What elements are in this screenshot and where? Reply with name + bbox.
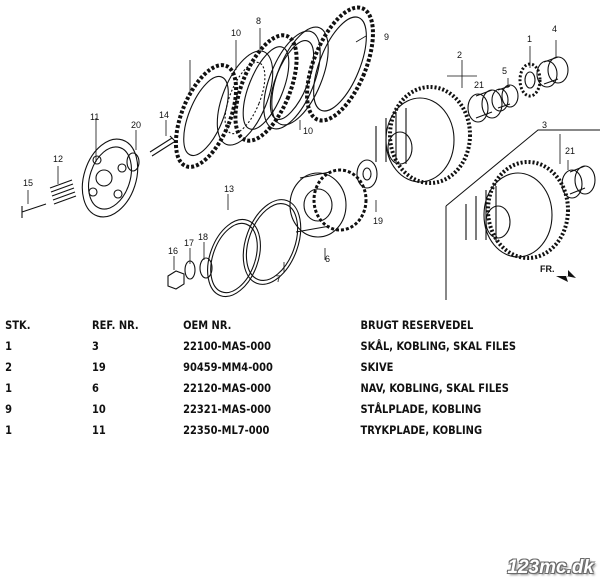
- judder-spring-10: [216, 50, 274, 146]
- callout-21: 21: [565, 146, 575, 156]
- callout-13: 13: [224, 184, 234, 194]
- cell-ref: 19: [91, 360, 106, 374]
- o-ring-7: [242, 199, 302, 285]
- cell-ref: 10: [91, 402, 106, 416]
- collar-5: [491, 84, 519, 112]
- callout-4: 4: [552, 24, 557, 34]
- callout-15: 15: [23, 178, 33, 188]
- cell-oem: 22321-MAS-000: [183, 402, 271, 416]
- callout-10: 10: [303, 126, 313, 136]
- callout-1: 1: [527, 34, 532, 44]
- table-row: 2 19 90459-MM4-000 SKIVE: [0, 360, 516, 381]
- cell-qty: 1: [5, 339, 13, 353]
- cell-oem: 22120-MAS-000: [183, 381, 271, 395]
- clutch-outer-3: [465, 160, 570, 260]
- cell-desc: TRYKPLADE, KOBLING: [360, 423, 483, 437]
- pressure-plate-11: [81, 138, 139, 218]
- header-ref: REF. NR.: [91, 318, 139, 332]
- inset-frame: [445, 129, 600, 207]
- callout-14: 14: [159, 110, 169, 120]
- header-qty: STK.: [5, 318, 31, 332]
- callout-9: 9: [384, 32, 389, 42]
- callout-18: 18: [198, 232, 208, 242]
- cell-qty: 9: [5, 402, 13, 416]
- cell-desc: STÅLPLADE, KOBLING: [360, 402, 482, 416]
- cell-desc: SKIVE: [360, 360, 394, 374]
- needle-bearing-21b: [561, 165, 596, 199]
- table-row: 1 6 22120-MAS-000 NAV, KOBLING, SKAL FILES: [0, 381, 516, 402]
- callout-8: 8: [256, 16, 261, 26]
- cell-qty: 1: [5, 423, 13, 437]
- cell-ref: 6: [91, 381, 99, 395]
- cell-oem: 22100-MAS-000: [183, 339, 271, 353]
- cell-ref: 3: [91, 339, 99, 353]
- callout-20: 20: [131, 120, 141, 130]
- cell-desc: SKÅL, KOBLING, SKAL FILES: [360, 339, 516, 353]
- callout-12: 12: [53, 154, 63, 164]
- callout-19: 19: [373, 216, 383, 226]
- needle-bearing-21: [467, 89, 503, 123]
- callout-11: 11: [90, 112, 99, 122]
- cell-qty: 1: [5, 381, 13, 395]
- washer-19: [356, 159, 378, 189]
- table-row: 9 10 22321-MAS-000 STÅLPLADE, KOBLING: [0, 402, 516, 423]
- collar-4: [536, 56, 569, 88]
- front-direction-arrow: FR.: [540, 264, 576, 282]
- lifter-rod-14: [149, 135, 177, 157]
- cell-desc: NAV, KOBLING, SKAL FILES: [360, 381, 509, 395]
- gear-1: [518, 62, 542, 98]
- callout-7: 7: [276, 274, 281, 284]
- clutch-outer-2: [375, 85, 472, 185]
- cell-oem: 22350-ML7-000: [183, 423, 270, 437]
- callout-6: 6: [325, 254, 330, 264]
- clutch-exploded-diagram: FR. 123456789101011121314151617181920212…: [21, 5, 600, 300]
- callout-10: 10: [231, 28, 241, 38]
- washer-18: [199, 257, 213, 279]
- bolt-15: [21, 203, 47, 218]
- callout-3: 3: [542, 120, 547, 130]
- o-ring-13: [207, 218, 261, 298]
- table-row: 1 3 22100-MAS-000 SKÅL, KOBLING, SKAL FILES: [0, 339, 516, 360]
- clutch-hub-6: [289, 168, 368, 238]
- table-header: STK. REF. NR. OEM NR. BRUGT RESERVEDEL: [0, 318, 516, 339]
- header-desc: BRUGT RESERVEDEL: [360, 318, 474, 332]
- friction-disc-8: [233, 33, 299, 143]
- friction-disc-9: [305, 5, 375, 123]
- site-watermark: 123mc.dk: [507, 557, 594, 578]
- bearing-20: [126, 152, 140, 172]
- callout-17: 17: [184, 238, 194, 248]
- nut-16: [167, 270, 185, 290]
- cell-ref: 11: [91, 423, 106, 437]
- parts-table: STK. REF. NR. OEM NR. BRUGT RESERVEDEL 1 3 221…: [0, 318, 516, 444]
- cell-oem: 90459-MM4-000: [183, 360, 273, 374]
- direction-label: FR.: [540, 264, 555, 274]
- spring-12: [49, 179, 77, 205]
- friction-disc-8b: [173, 63, 239, 169]
- callout-21: 21: [474, 80, 484, 90]
- header-oem: OEM NR.: [183, 318, 232, 332]
- cell-qty: 2: [5, 360, 13, 374]
- callout-5: 5: [502, 66, 507, 76]
- callout-16: 16: [168, 246, 178, 256]
- callout-2: 2: [457, 50, 462, 60]
